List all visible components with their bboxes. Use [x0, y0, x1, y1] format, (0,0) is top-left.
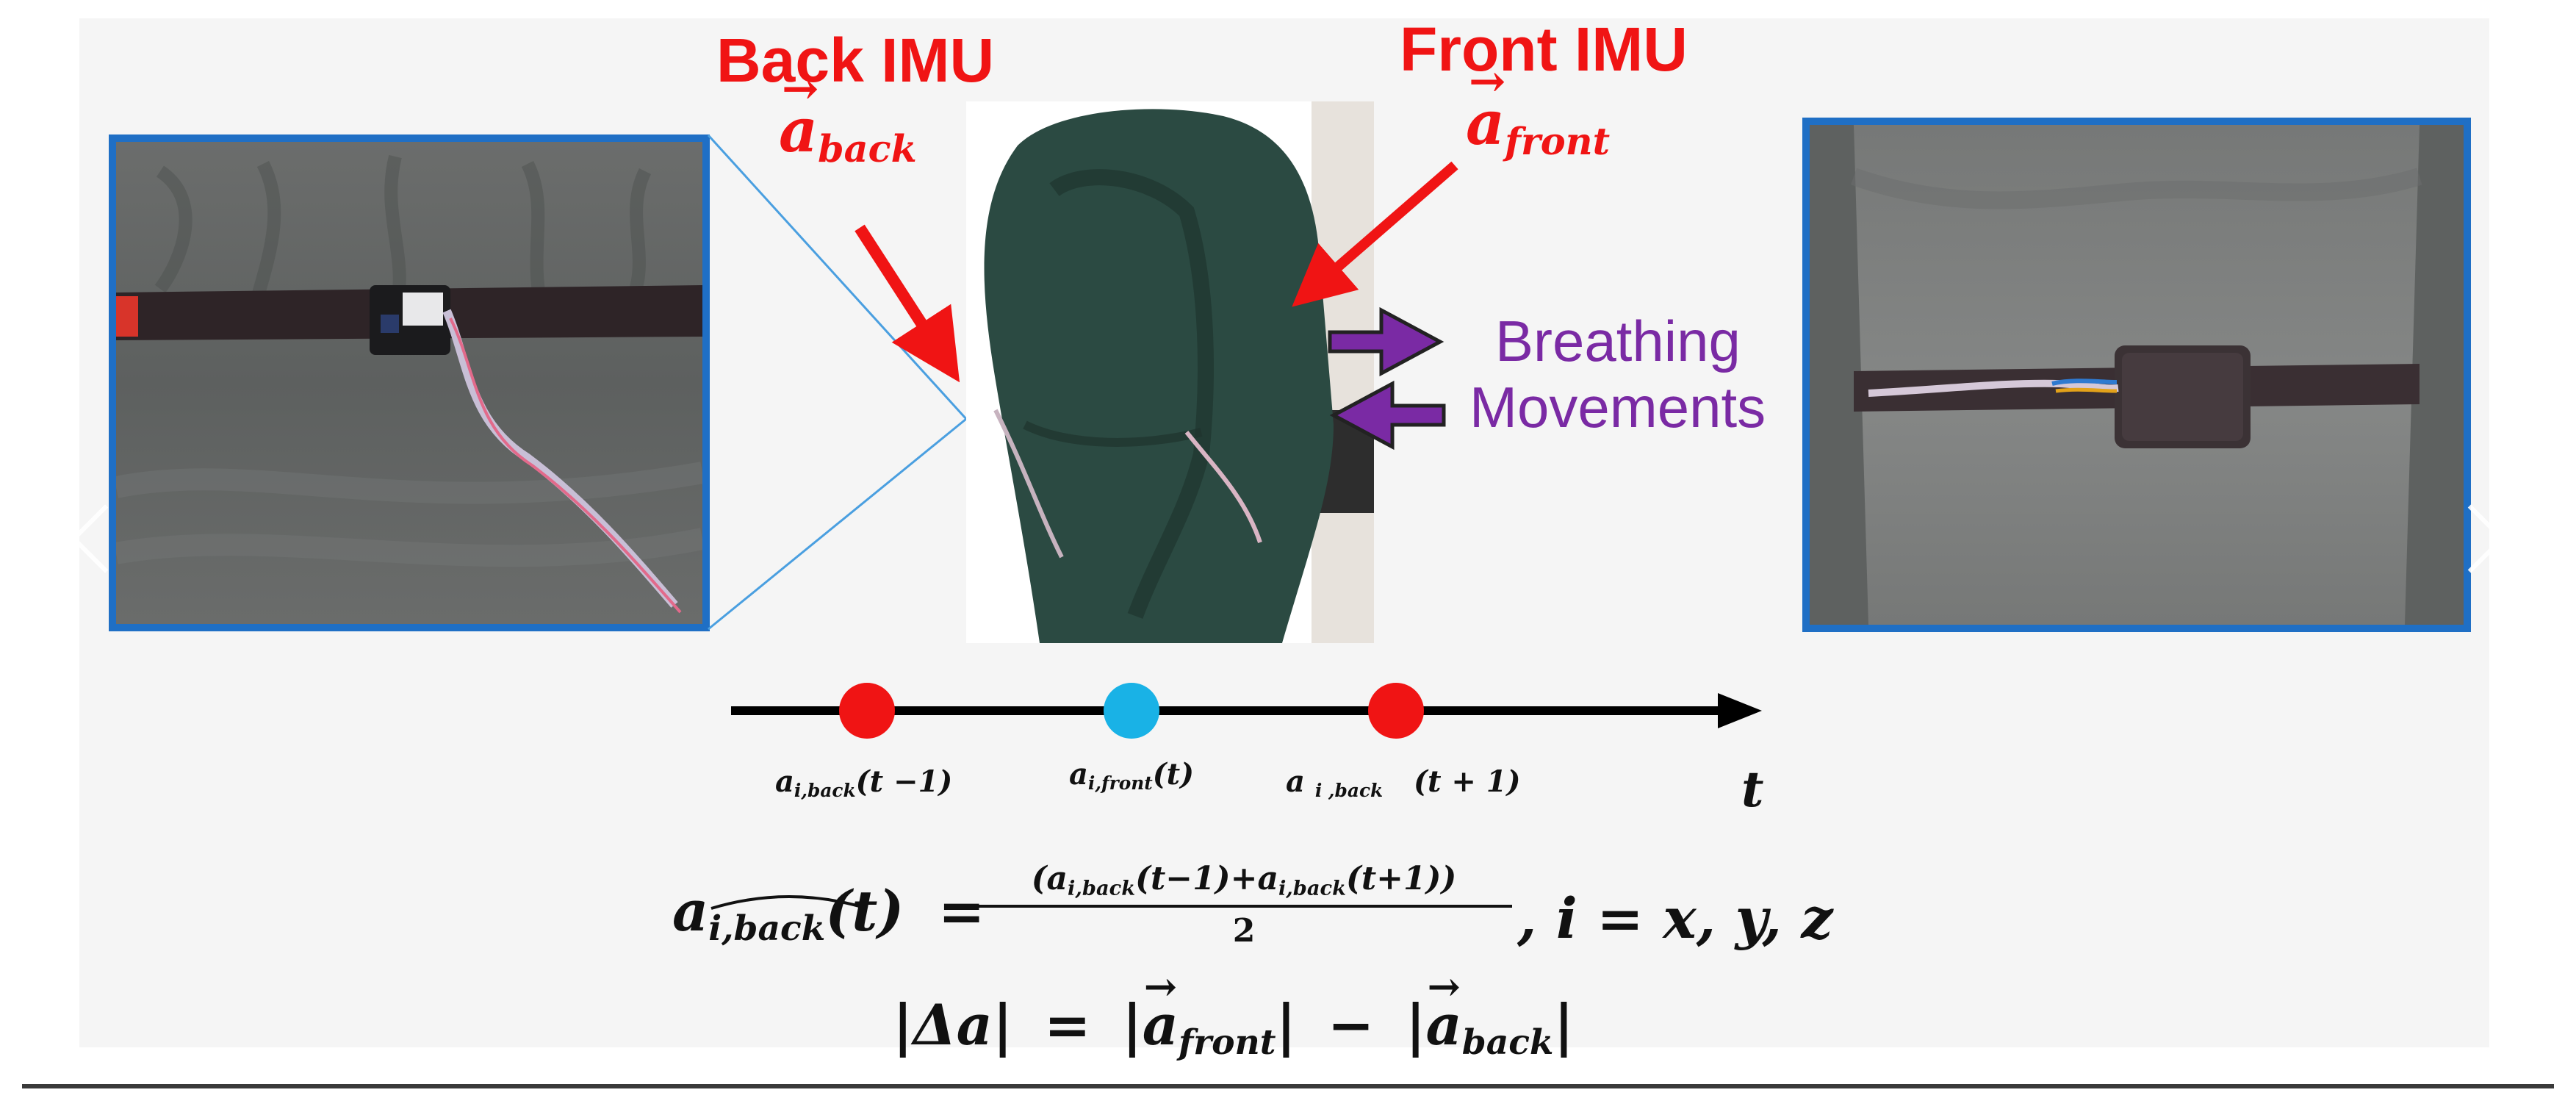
- vector-arrow-icon: →: [1469, 56, 1506, 107]
- f1-lhs-arg: (t): [825, 878, 904, 944]
- formula1-fraction: (ai,back(t−1)+ai,back(t+1)) 2: [976, 860, 1512, 950]
- timeline-axis-label: t: [1741, 761, 1764, 818]
- breathing-arrows: [1328, 306, 1446, 451]
- f2-abs-close: |: [1276, 992, 1297, 1058]
- timeline-label-back-next: a i ,back (t + 1): [1286, 764, 1521, 801]
- f2-back-base: a: [1425, 992, 1462, 1058]
- breathing-label-line1: Breathing: [1495, 309, 1741, 373]
- f2-eq: =: [1043, 992, 1091, 1058]
- f2-front-vec: →a: [1142, 963, 1179, 1058]
- f2-minus: −: [1327, 992, 1375, 1058]
- bottom-divider: [22, 1084, 2554, 1088]
- f2-abs-close2: |: [1553, 992, 1575, 1058]
- timeline-label-back-prev: ai,back(t −1): [775, 764, 952, 801]
- back-imu-vector: → a back: [779, 63, 917, 171]
- f2-front-sub: front: [1179, 1022, 1276, 1063]
- back-imu-photo: [109, 134, 710, 631]
- tl1-sub: i,back: [794, 779, 856, 801]
- tl2-base: a: [1069, 757, 1088, 792]
- timeline-point-back-prev: [839, 683, 895, 739]
- formula1-tail: , i = x, y, z: [1517, 886, 1833, 951]
- center-person-photo: [966, 101, 1374, 643]
- f1-num-open: (: [1031, 860, 1047, 897]
- tl2-sub: i,front: [1087, 772, 1153, 794]
- f2-back-vec: →a: [1425, 963, 1462, 1058]
- tl3-arg: (t + 1): [1414, 764, 1521, 799]
- breathing-label-line2: Movements: [1469, 375, 1766, 440]
- vector-arrow-icon: →: [782, 63, 819, 115]
- f1-num-s2: i,back: [1278, 876, 1347, 900]
- f1-equals: =: [938, 878, 985, 944]
- front-imu-illustration: [1810, 125, 2464, 625]
- vector-arrow-icon: →: [1427, 963, 1461, 1010]
- f2-abs-open: |: [1122, 992, 1143, 1058]
- front-vec-sub: front: [1505, 119, 1611, 164]
- f2-abs-open2: |: [1405, 992, 1426, 1058]
- f1-num-s1: i,back: [1068, 876, 1136, 900]
- timeline-point-front: [1104, 683, 1159, 739]
- f1-lhs-sub-text: i,back: [708, 908, 826, 950]
- f1-num-a1: a: [1046, 860, 1068, 897]
- tl3-base: a: [1286, 764, 1305, 799]
- tl2-arg: (t): [1152, 757, 1195, 792]
- front-imu-label: Front IMU: [1400, 15, 1688, 84]
- f1-lhs-base: a: [672, 878, 709, 944]
- back-imu-illustration: [116, 142, 702, 624]
- f1-num-a2: a: [1257, 860, 1278, 897]
- hat-accent-icon: [710, 895, 868, 911]
- f2-lhs: |Δa|: [893, 992, 1013, 1058]
- timeline-point-back-next: [1368, 683, 1424, 739]
- front-imu-photo: [1802, 118, 2471, 632]
- back-vec-sub: back: [818, 126, 917, 171]
- front-imu-vector: → a front: [1466, 56, 1611, 164]
- back-imu-label: Back IMU: [716, 26, 995, 95]
- vector-arrow-icon: →: [1143, 963, 1178, 1010]
- tl1-base: a: [775, 764, 794, 799]
- f1-lhs-sub: i,back: [708, 895, 868, 950]
- formula-difference: |Δa| = |→afront| − |→aback|: [893, 963, 1575, 1063]
- formula1-denominator: 2: [1232, 911, 1256, 950]
- timeline-label-front: ai,front(t): [1069, 757, 1194, 794]
- f2-back-sub: back: [1461, 1022, 1554, 1063]
- back-vec-base: a: [779, 96, 819, 166]
- breathing-in-arrow: [1329, 380, 1446, 451]
- tl1-arg: (t −1): [855, 764, 953, 799]
- f2-front-base: a: [1142, 992, 1179, 1058]
- front-imu-arrow: [1292, 161, 1458, 307]
- f1-num-arg2: (t+1)): [1346, 860, 1457, 897]
- formula1-numerator: (ai,back(t−1)+ai,back(t+1)): [976, 860, 1512, 908]
- tl3-sub: i ,back: [1314, 779, 1384, 801]
- f1-num-arg1: (t−1)+: [1135, 860, 1258, 897]
- person-side-illustration: [966, 101, 1374, 643]
- back-imu-arrow: [855, 224, 960, 383]
- breathing-out-arrow: [1328, 306, 1444, 377]
- front-vec-base: a: [1466, 88, 1505, 159]
